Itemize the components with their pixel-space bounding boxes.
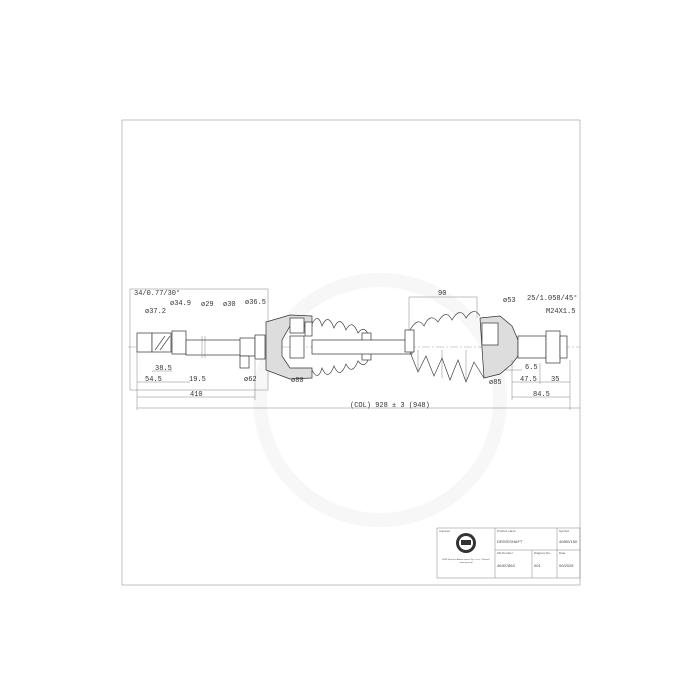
dim-d53: ø53 <box>503 297 516 305</box>
middle-shaft <box>311 339 413 355</box>
abs-ring <box>239 355 250 369</box>
date: 00/2025 <box>559 563 574 568</box>
dim-6-5: 6.5 <box>525 364 538 372</box>
drawing-no: 001 <box>534 563 541 568</box>
symbol: 4085V150 <box>559 539 578 544</box>
importer-address: SWB Wojciech Adamczewski Sp. z o.o. / Po… <box>442 559 490 564</box>
symbol-label: Symbol <box>559 529 569 533</box>
dim-19-5: 19.5 <box>189 376 206 384</box>
dim-84-5: 84.5 <box>533 391 550 399</box>
dim-d80: ø80 <box>291 377 304 385</box>
dim-90: 90 <box>438 290 446 298</box>
dim-thread-spec: 25/1.058/45° <box>527 294 577 303</box>
product-name: DRIVESHAFT <box>497 539 523 544</box>
dim-d37-2: ø37.2 <box>145 308 166 316</box>
product-name-label: Product name <box>497 529 516 533</box>
nut <box>545 330 561 364</box>
dim-spline-spec: 34/0.77/30° <box>134 289 180 298</box>
outer-stub <box>136 330 266 369</box>
dim-nut-thread: M24X1.5 <box>546 308 575 316</box>
dimension-lines <box>136 296 580 410</box>
dim-54-5: 54.5 <box>145 376 162 384</box>
dim-d62: ø62 <box>244 376 257 384</box>
dim-410: 410 <box>190 391 203 399</box>
dim-47-5: 47.5 <box>520 376 537 384</box>
inner-boot <box>404 311 485 383</box>
title-block: Importer Product name DRIVESHAFT Symbol … <box>436 527 581 579</box>
dim-38-5: 38.5 <box>155 365 172 373</box>
dim-d30: ø30 <box>223 301 236 309</box>
dim-d34-9: ø34.9 <box>170 300 191 308</box>
drawing-no-label: Diagram No. <box>534 551 551 555</box>
outer-cv-joint <box>265 314 313 380</box>
oe-number-label: OE Number <box>497 551 513 555</box>
dim-35: 35 <box>551 376 559 384</box>
dim-total-length: (COL) 928 ± 3 (948) <box>350 402 430 410</box>
dim-d29: ø29 <box>201 301 214 309</box>
dim-d36-5: ø36.5 <box>245 299 266 307</box>
watermark-logo <box>253 273 507 527</box>
drawing-frame <box>121 119 581 586</box>
inner-cv-joint <box>479 315 568 379</box>
date-label: Date <box>559 551 566 555</box>
oe-number: 46307863 <box>497 563 516 568</box>
importer-label: Importer <box>439 529 450 533</box>
dim-d85: ø85 <box>489 379 502 387</box>
